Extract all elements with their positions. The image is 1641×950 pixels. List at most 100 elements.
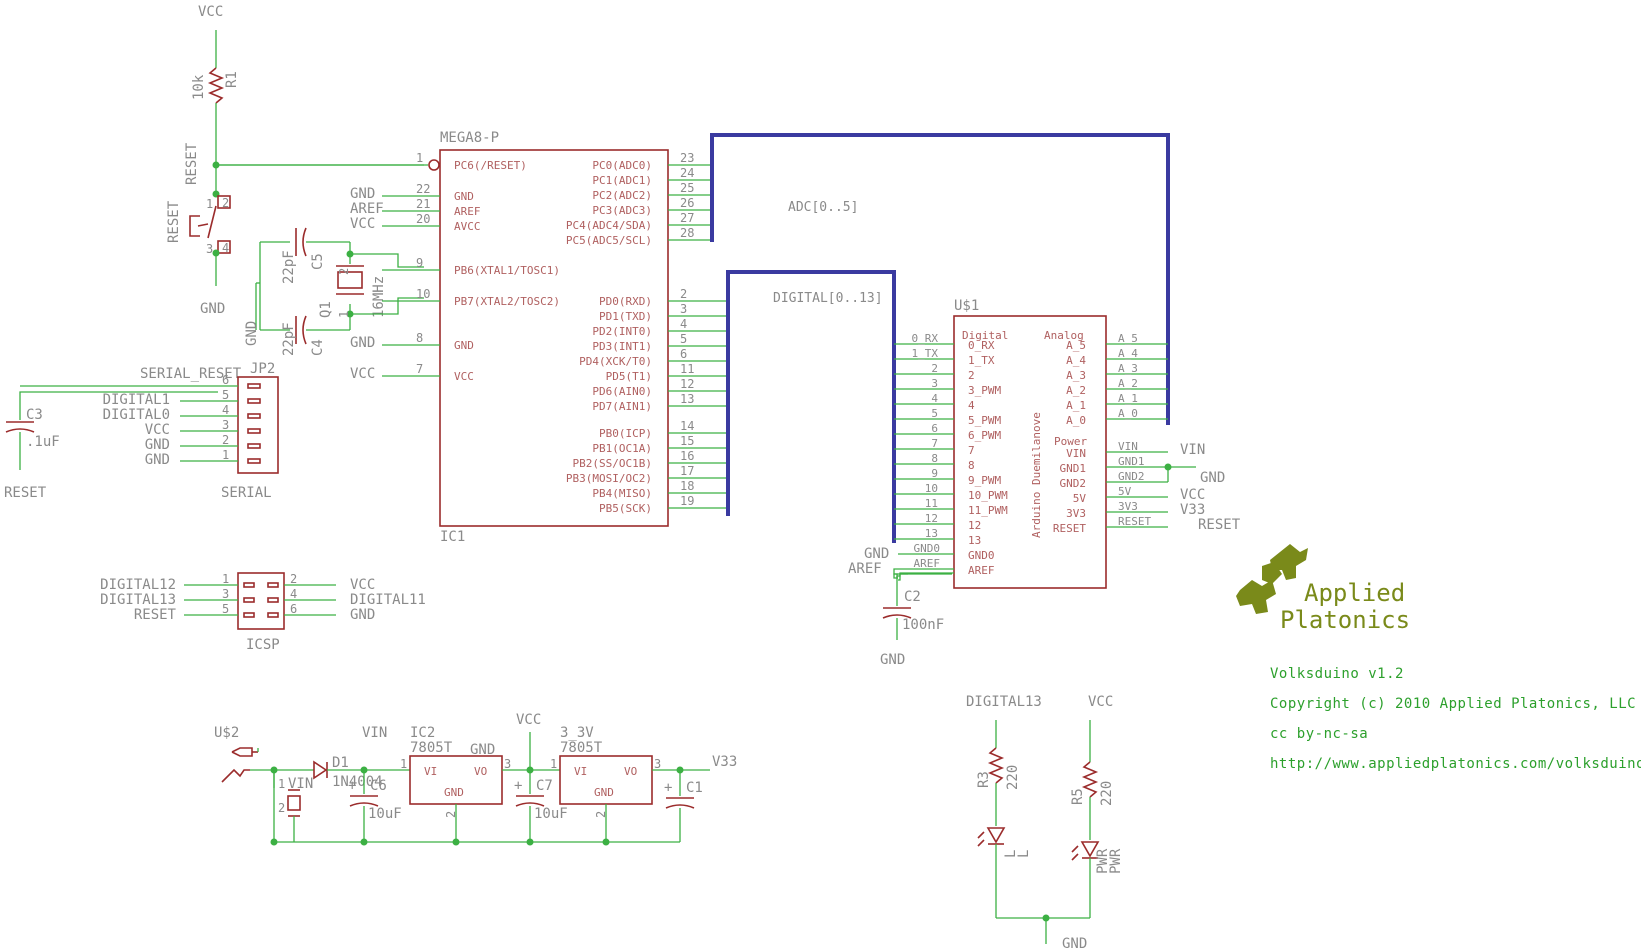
led-gnd: GND xyxy=(1062,936,1087,950)
r1-resistor xyxy=(207,67,225,104)
reset-gnd-label: GND xyxy=(200,301,225,317)
info-url[interactable]: http://www.appliedplatonics.com/volksdui… xyxy=(1270,756,1641,772)
ic1-right-num: 11 xyxy=(680,362,694,376)
info-title: Volksduino v1.2 xyxy=(1270,666,1404,682)
sw-pin-4: 4 xyxy=(222,241,229,255)
ic1-pin-net: GND xyxy=(350,335,375,351)
ic1-pin-num: 7 xyxy=(416,362,423,376)
xtal-gnd-label: GND xyxy=(244,321,260,346)
r3-resistor xyxy=(987,747,1005,784)
u1-left-label: 9_PWM xyxy=(968,474,1001,487)
ic1-right-label: PC1(ADC1) xyxy=(592,174,652,187)
ic1-right-label: PC5(ADC5/SCL) xyxy=(566,234,652,247)
c2-capacitor: C2 100nF GND xyxy=(880,572,954,668)
serial-header[interactable]: SERIAL_RESET JP2 SERIAL 65DIGITAL14DIGIT… xyxy=(4,361,279,501)
ic1-right-num: 14 xyxy=(680,419,694,433)
ic1-pin-num: 8 xyxy=(416,331,423,345)
power-jack[interactable] xyxy=(221,747,258,783)
adc-bus-label: ADC[0..5] xyxy=(788,200,858,215)
c6-name: C6 xyxy=(370,778,387,794)
icsp-right-num: 2 xyxy=(290,572,297,586)
ic1-right-label: PC4(ADC4/SDA) xyxy=(566,219,652,232)
ic1-pin-net: VCC xyxy=(350,366,375,382)
c3-reset-label: RESET xyxy=(4,485,47,501)
c6-value: 10uF xyxy=(368,806,402,822)
r3-name: R3 xyxy=(976,771,992,788)
u1-power-ext: V33 xyxy=(1180,502,1205,518)
u1-arduino[interactable]: U$1 Digital Analog Power Arduino Duemila… xyxy=(848,298,1241,589)
serial-pin-num: 6 xyxy=(222,373,229,387)
icsp-left-num: 1 xyxy=(222,572,229,586)
ic3-regulator: VI VO GND xyxy=(559,755,653,805)
c1-name: C1 xyxy=(686,780,703,796)
u1-body-label: Arduino Duemilanove xyxy=(1030,412,1043,538)
u1-left-net: 11 xyxy=(925,497,938,510)
serial-pin-num: 1 xyxy=(222,448,229,462)
u1-power-ext: RESET xyxy=(1198,517,1241,533)
led-pwr xyxy=(1071,841,1100,861)
ic2-gnd-pin: GND xyxy=(444,786,464,799)
u1-left-net: 3 xyxy=(931,377,938,390)
r5-value: 220 xyxy=(1099,781,1115,806)
ic2-pin-3: 3 xyxy=(504,757,511,771)
u1-left-pins: 0_RX0_RX1_TX1_TX2233_PWM4455_PWM66_PWM77… xyxy=(894,332,1008,577)
c2-value: 100nF xyxy=(902,617,944,633)
led-pwr-value: PWR xyxy=(1108,848,1124,874)
q1-pin-2: 2 xyxy=(337,268,351,275)
u1-left-net: 2 xyxy=(931,362,938,375)
u1-power-label: 3V3 xyxy=(1066,507,1086,520)
led-circuit: DIGITAL13 VCC R3 220 L L R5 220 PWR PWR xyxy=(966,694,1124,950)
reset-switch[interactable] xyxy=(189,195,231,254)
c3-name: C3 xyxy=(26,407,43,423)
u1-analog-net: A_1 xyxy=(1118,392,1138,405)
ic1-pin-label: GND xyxy=(454,190,474,203)
icsp-right-num: 4 xyxy=(290,587,297,601)
serial-pin-net: DIGITAL0 xyxy=(103,407,170,423)
d1-diode xyxy=(313,760,328,780)
r1-name: R1 xyxy=(224,71,240,88)
ic1-pin-num: 10 xyxy=(416,287,430,301)
u1-left-net: 10 xyxy=(925,482,938,495)
ic2-pin-2: 2 xyxy=(444,811,458,818)
serial-pin-body xyxy=(247,413,261,419)
serial-pin-net: VCC xyxy=(145,422,170,438)
ic1-right-label: PB0(ICP) xyxy=(599,427,652,440)
u1-power-net: GND2 xyxy=(1118,470,1145,483)
u1-power-ext: GND xyxy=(1200,470,1225,486)
svg-text:+: + xyxy=(514,778,522,794)
r5-resistor xyxy=(1081,761,1099,798)
serial-pin-net: DIGITAL1 xyxy=(103,392,170,408)
u1-left-label: 13 xyxy=(968,534,981,547)
serial-pin-num: 5 xyxy=(222,388,229,402)
ic1-type: MEGA8-P xyxy=(440,130,499,146)
ic2-pin-1: 1 xyxy=(400,757,407,771)
u1-name: U$1 xyxy=(954,298,979,314)
u1-left-label: 4 xyxy=(968,399,975,412)
ic3-value: 7805T xyxy=(560,740,603,756)
ic1-right-num: 26 xyxy=(680,196,694,210)
ic1-pin-label: AVCC xyxy=(454,220,481,233)
jack-pin-2: 2 xyxy=(278,801,285,815)
ic1-right-num: 2 xyxy=(680,287,687,301)
ic1-right-num: 18 xyxy=(680,479,694,493)
ic1-pin-net: VCC xyxy=(350,216,375,232)
c7-value: 10uF xyxy=(534,806,568,822)
ic1-pin-label: PB7(XTAL2/TOSC2) xyxy=(454,295,560,308)
ic1-mega8[interactable]: MEGA8-P IC1 1PC6(/RESET)22GNDGND21AREFAR… xyxy=(216,130,728,545)
u1-left-label: 10_PWM xyxy=(968,489,1008,502)
icsp-right-net: DIGITAL11 xyxy=(350,592,426,608)
serial-pin-net: GND xyxy=(145,437,170,453)
logo-icon xyxy=(1236,544,1308,614)
ic1-right-num: 4 xyxy=(680,317,687,331)
ic3-vi: VI xyxy=(574,765,587,778)
jack-name: U$2 xyxy=(214,725,239,741)
u1-left-net: 5 xyxy=(931,407,938,420)
c5-value: 22pF xyxy=(281,250,297,284)
u1-left-label: 11_PWM xyxy=(968,504,1008,517)
ic1-right-num: 12 xyxy=(680,377,694,391)
u1-analog-net: A_0 xyxy=(1118,407,1138,420)
